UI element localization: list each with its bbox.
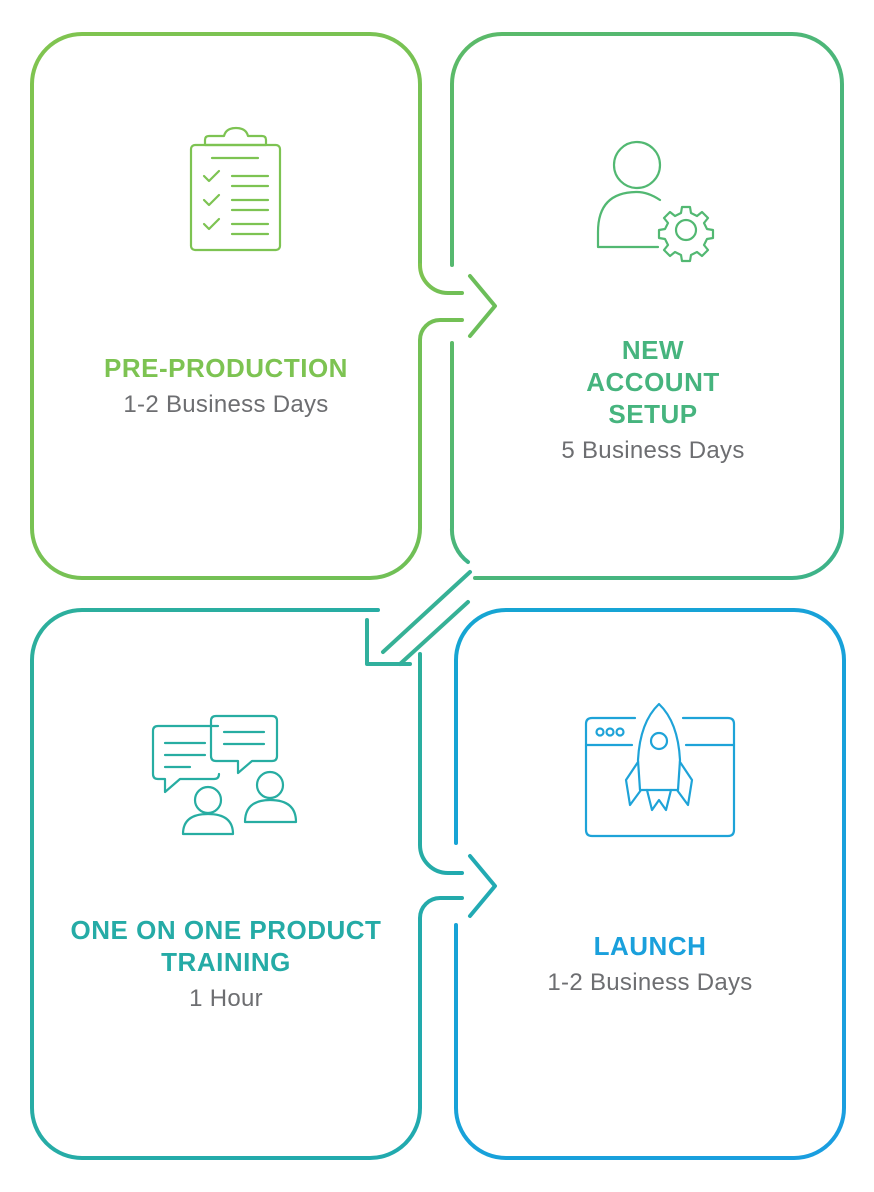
step-box-launch: [454, 608, 846, 1160]
step-title: PRE-PRODUCTION: [104, 353, 348, 383]
step-title: NEW ACCOUNT SETUP: [586, 335, 720, 429]
connector-arrow-1-tail: [418, 263, 464, 295]
step-duration: 1-2 Business Days: [547, 969, 753, 996]
step-duration: 1-2 Business Days: [123, 391, 329, 418]
connector-arrow-3-tail: [418, 652, 464, 875]
step-duration: 5 Business Days: [561, 437, 745, 464]
step-product-training: ONE ON ONE PRODUCT TRAINING 1 Hour: [60, 914, 392, 1014]
step-title: LAUNCH: [593, 931, 707, 961]
step-pre-production: PRE-PRODUCTION 1-2 Business Days: [32, 352, 420, 420]
connector-arrow-1-head: [468, 274, 497, 338]
step-launch: LAUNCH 1-2 Business Days: [456, 930, 844, 998]
step-box-new-account-setup-inner: [449, 341, 470, 564]
rocket-browser-icon: [584, 702, 736, 838]
connector-arrow-2-head: [365, 618, 412, 666]
chat-people-icon: [151, 714, 298, 836]
step-box-new-account-setup: [450, 32, 844, 580]
connector-arrow-2: [381, 570, 472, 666]
step-box-pre-production: [30, 32, 464, 580]
step-box-product-training: [30, 608, 464, 1160]
step-title: ONE ON ONE PRODUCT TRAINING: [70, 915, 382, 977]
step-duration: 1 Hour: [189, 985, 263, 1012]
user-settings-icon: [596, 140, 715, 263]
clipboard-checklist-icon: [189, 126, 282, 252]
step-new-account-setup: NEW ACCOUNT SETUP 5 Business Days: [558, 334, 748, 466]
connector-arrow-3-head: [468, 854, 497, 918]
